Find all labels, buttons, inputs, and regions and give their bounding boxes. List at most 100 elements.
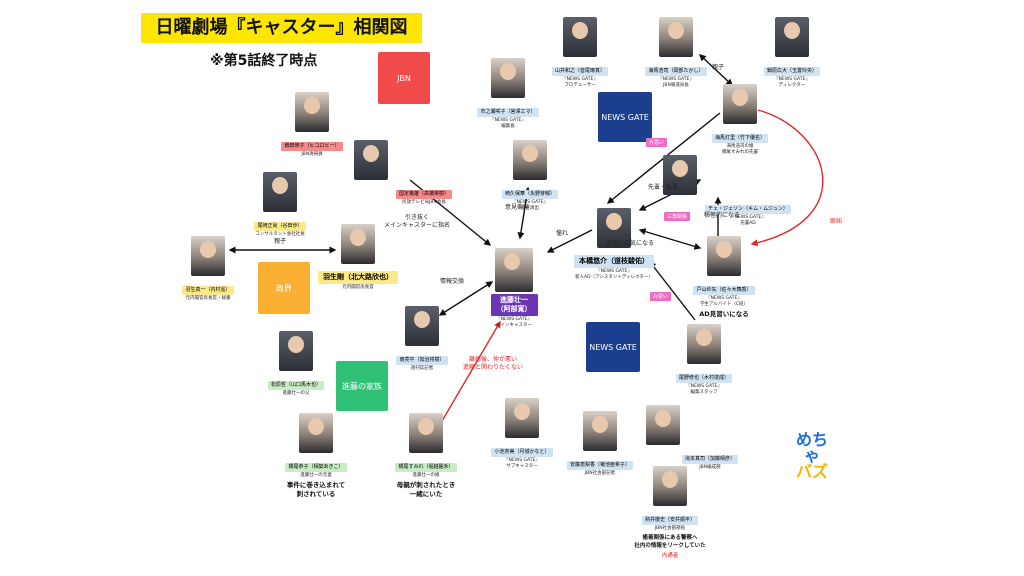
name-tag: 熟井徹史（安井順平） (641, 516, 698, 525)
name-tag: 国定義雄（高橋英樹） (395, 190, 452, 199)
name-tag: 小池奈美（月城かなと） (491, 448, 553, 457)
portrait-photo (653, 466, 687, 506)
name-tag: 鍋田修子（ヒコロヒー） (281, 142, 343, 151)
relation-oyako-top: 親子 (712, 64, 725, 71)
person-hashio-sumire: 橋尾すみれ（堀越麗禾） 進藤壮一の娘 母親が刺されたとき 一緒にいた (366, 413, 486, 499)
edge-tomoka-toyama-jealousy (750, 109, 824, 247)
insider-text: 内通者 (661, 553, 679, 559)
name-tag: 南亮平（加治将樹） (396, 356, 448, 365)
name-tag: 本橋悠介（道枝駿佑） (574, 255, 654, 268)
role-text: コンサルタント会社社長 (255, 232, 305, 237)
relation-joho: 情報交換 (440, 278, 465, 285)
name-tag: 山井和之（音尾琢真） (551, 67, 608, 76)
edge-ozono-hongo (649, 260, 696, 321)
role-text: 元内閣官房長官 (342, 285, 374, 290)
edge-toyama-hongo (638, 228, 702, 250)
role-text: 『NEWS GATE』 サブキャスター (504, 458, 540, 469)
name-tag: 橋尾恭子（相築あきこ） (285, 463, 347, 472)
portrait-photo (295, 92, 329, 132)
edge-hongo-shindo (546, 229, 593, 253)
portrait-photo (583, 411, 617, 451)
logo-line-1: めちゃ (795, 430, 828, 465)
person-sakiku: 崎久保華（永野芽郁） 『NEWS GATE』 総合演出 (470, 140, 590, 212)
relation-sekkyoku: 積極的になる (704, 212, 741, 219)
note-text: 癒着関係にある警察へ 社内の情報をリークしていた (634, 535, 706, 549)
role-text: JBN社会部記者 (584, 471, 616, 476)
role-text: 『NEWS GATE』 学生アルバイト（C班） (699, 296, 749, 307)
person-che: チェ・ジェソン（キム・ムジュン） 『NEWS GATE』 先輩AD (663, 155, 808, 227)
name-tag: 橋尾すみれ（堀越麗禾） (395, 463, 457, 472)
portrait-photo (687, 324, 721, 364)
person-ozono: 尾野修也（木村達成） 『NEWS GATE』 編集スタッフ (644, 324, 764, 396)
person-ozaki: 尾崎正尚（谷田歩） コンサルタント会社社長 (220, 172, 340, 238)
person-kakura: 鍋原広大（玉置玲央） 『NEWS GATE』 ディレクター (732, 17, 852, 89)
note-text: AD見習いになる (699, 310, 749, 318)
person-shindo: 進藤壮一 （阿部寛） 『NEWS GATE』 メインキャスター (454, 248, 574, 329)
group-shindo-family: 進藤の家族 (336, 361, 388, 411)
logo-line-2: バズ (795, 462, 828, 481)
name-tag: 海馬浩司（岡部たかし） (645, 67, 707, 76)
role-text: JBN編成部 (699, 465, 721, 470)
portrait-photo (775, 17, 809, 57)
role-text: 民放テレビ局JBN会長 (402, 200, 446, 205)
role-text: 『NEWS GATE』 プロデューサー (562, 77, 598, 88)
role-text: JBN清掃員 (301, 152, 323, 157)
role-text: 進藤壮一の父 (282, 391, 310, 396)
group-seikai: 政界 (258, 262, 310, 314)
person-ando: 安藤恵梨香（菊池亜希子） JBN社会部記者 (540, 411, 660, 477)
role-text: 元内閣官房長官・秘書 (185, 296, 231, 301)
role-text: JBN社会部部長 (654, 526, 686, 531)
portrait-photo (707, 236, 741, 276)
relation-kataomoi-1: 片思い (646, 138, 668, 147)
role-text: 『NEWS GATE』 先輩AD (730, 215, 766, 226)
person-toyama: 戸山紗矢（佐々木舞香） 『NEWS GATE』 学生アルバイト（C班） AD見習… (664, 236, 784, 319)
relation-otagai: お互いに気になる (606, 240, 655, 247)
name-tag: 滝本真司（加藤晴彦） (681, 455, 738, 464)
role-text: 海馬浩司の娘 橋尾すみれの先輩 (722, 144, 758, 155)
portrait-photo (659, 17, 693, 57)
person-minami: 南亮平（加治将樹） 週刊誌記者 (362, 306, 482, 372)
group-news-gate-bottom: NEWS GATE (586, 322, 640, 372)
relation-kataomoi-2: 片思い (650, 292, 672, 301)
person-hongo: 本橋悠介（道枝駿佑） 『NEWS GATE』 新人AD（アシスタントディレクター… (554, 208, 674, 281)
role-text: 『NEWS GATE』 新人AD（アシスタントディレクター） (575, 269, 653, 280)
name-tag: 羽生剛（北大路欣也） (318, 271, 398, 284)
person-hanyu-tsuyoshi: 羽生剛（北大路欣也） 元内閣官房長官 (298, 224, 418, 291)
relation-hikinuku: 引き抜く メインキャスターに指名 (384, 214, 451, 229)
person-nabeta: 鍋田修子（ヒコロヒー） JBN清掃員 (252, 92, 372, 158)
role-text: 『NEWS GATE』 編集長 (490, 118, 526, 129)
person-ichinose: 市之瀬咲子（宮澤エマ） 『NEWS GATE』 編集長 (448, 58, 568, 130)
person-kaibashiro: 海馬浩司（岡部たかし） 『NEWS GATE』 JBN報道局長 (616, 17, 736, 89)
portrait-photo (646, 405, 680, 445)
role-text: 進藤壮一の娘 (412, 473, 440, 478)
relation-iken: 意見衝突 (505, 204, 530, 211)
portrait-photo (341, 224, 375, 264)
role-text: 週刊誌記者 (410, 366, 434, 371)
group-news-gate-top: NEWS GATE (598, 92, 652, 142)
person-kaiba-tomoka: 海馬灯里（竹下優名） 海馬浩司の娘 橋尾すみれの先輩 (680, 84, 800, 156)
role-text: 『NEWS GATE』 メインキャスター (496, 317, 532, 328)
name-tag: 尾崎正尚（谷田歩） (254, 222, 306, 231)
name-tag: 市之瀬咲子（宮澤エマ） (477, 108, 539, 117)
portrait-photo (563, 17, 597, 57)
portrait-photo (263, 172, 297, 212)
name-tag: 羽生真一（内村遥） (182, 286, 234, 295)
portrait-photo (279, 331, 313, 371)
portrait-photo (354, 140, 388, 180)
name-tag: チェ・ジェソン（キム・ムジュン） (705, 205, 791, 214)
portrait-photo (409, 413, 443, 453)
name-tag: 海馬灯里（竹下優名） (711, 134, 768, 143)
relation-senpai-kohai: 先輩・後輩 (648, 184, 679, 191)
portrait-photo (723, 84, 757, 124)
name-tag: 進藤壮一 （阿部寛） (490, 294, 538, 316)
name-tag: 松原哲（山口馬木也） (267, 381, 324, 390)
name-tag: 戸山紗矢（佐々木舞香） (693, 286, 755, 295)
portrait-photo (299, 413, 333, 453)
portrait-photo (505, 398, 539, 438)
person-sakai: 熟井徹史（安井順平） JBN社会部部長 癒着関係にある警察へ 社内の情報をリーク… (610, 466, 730, 560)
person-kunitomo: 国定義雄（高橋英樹） 民放テレビ局JBN会長 (354, 140, 484, 206)
mechabuzz-logo: めちゃ バズ (790, 432, 834, 480)
portrait-photo (491, 58, 525, 98)
portrait-photo (663, 155, 697, 195)
